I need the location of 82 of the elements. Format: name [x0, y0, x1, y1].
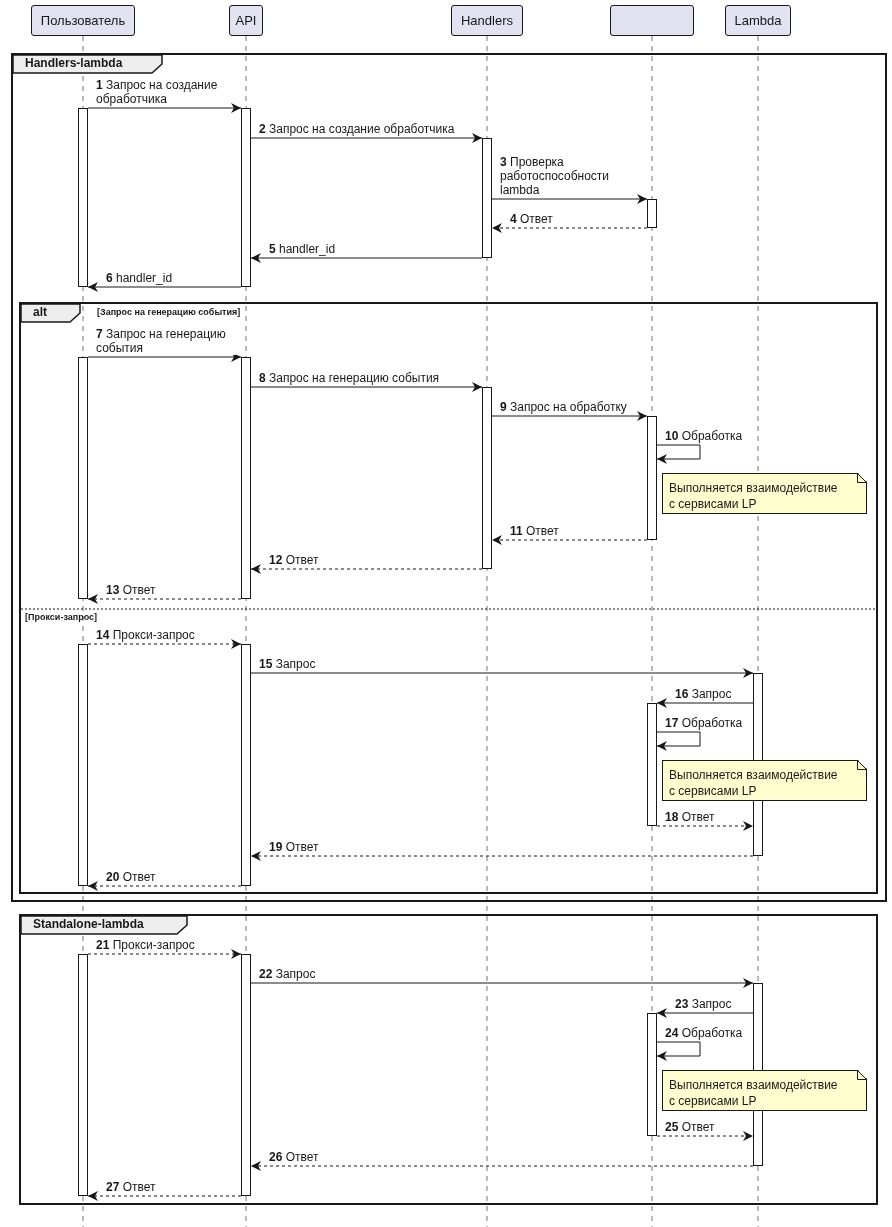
message-arrow: [491, 535, 648, 545]
message-label: 12 Ответ: [269, 553, 319, 567]
activation-bar: [482, 138, 492, 258]
message-label: 13 Ответ: [106, 583, 156, 597]
activation-bar: [241, 108, 251, 287]
message-label: 7 Запрос на генерацию события: [96, 327, 236, 355]
note: Выполняется взаимодействие с сервисами LP: [662, 760, 867, 801]
note: Выполняется взаимодействие с сервисами LP: [662, 1070, 867, 1111]
message-arrow: [250, 564, 483, 574]
participant-box: [610, 5, 694, 36]
frame-title: Handlers-lambda: [25, 56, 123, 70]
message-label: 18 Ответ: [665, 810, 715, 824]
message-label: 23 Запрос: [675, 997, 732, 1011]
message-label: 16 Запрос: [675, 687, 732, 701]
message-arrow: [250, 133, 483, 143]
message-arrow: [491, 223, 648, 233]
activation-bar: [78, 644, 88, 886]
message-arrow: [656, 731, 701, 751]
message-label: 4 Ответ: [510, 212, 553, 226]
message-label: 26 Ответ: [269, 1150, 319, 1164]
message-arrow: [87, 103, 242, 113]
activation-bar: [241, 954, 251, 1196]
message-label: 14 Прокси-запрос: [96, 628, 195, 642]
frame: [19, 914, 878, 1205]
activation-bar: [78, 357, 88, 599]
activation-bar: [647, 703, 657, 826]
message-label: 17 Обработка: [665, 716, 743, 730]
message-arrow: [87, 881, 242, 891]
activation-bar: [482, 387, 492, 569]
message-arrow: [250, 382, 483, 392]
message-arrow: [250, 668, 754, 678]
message-label: 22 Запрос: [259, 967, 316, 981]
frame-title: alt: [33, 305, 47, 319]
message-label: 25 Ответ: [665, 1120, 715, 1134]
message-arrow: [656, 821, 754, 831]
participant-box: Handlers: [451, 5, 523, 36]
frame-title: Standalone-lambda: [33, 917, 144, 931]
message-arrow: [87, 949, 242, 959]
activation-bar: [647, 416, 657, 540]
message-label: 10 Обработка: [665, 429, 743, 443]
activation-bar: [647, 199, 657, 228]
message-label: 19 Ответ: [269, 840, 319, 854]
activation-bar: [241, 357, 251, 599]
message-label: 21 Прокси-запрос: [96, 938, 195, 952]
message-label: 2 Запрос на создание обработчика: [259, 122, 455, 136]
message-label: 11 Ответ: [510, 524, 559, 538]
activation-bar: [647, 1013, 657, 1136]
note: Выполняется взаимодействие с сервисами LP: [662, 473, 867, 514]
message-label: 27 Ответ: [106, 1180, 156, 1194]
message-arrow: [87, 594, 242, 604]
participant-box: Lambda: [725, 5, 791, 36]
message-arrow: [250, 978, 754, 988]
frame: [11, 53, 887, 902]
activation-bar: [78, 108, 88, 287]
message-label: 24 Обработка: [665, 1026, 743, 1040]
message-arrow: [491, 194, 648, 204]
message-arrow: [87, 282, 242, 292]
message-label: 5 handler_id: [269, 242, 336, 256]
message-label: 20 Ответ: [106, 870, 156, 884]
message-arrow: [656, 1041, 701, 1061]
guard-condition: [Прокси-запрос]: [25, 612, 98, 622]
participant-box: Пользователь: [31, 5, 135, 36]
message-label: 15 Запрос: [259, 657, 316, 671]
message-arrow: [656, 698, 754, 708]
frame: [19, 302, 878, 894]
message-arrow: [491, 411, 648, 421]
message-arrow: [250, 253, 483, 263]
message-arrow: [656, 444, 701, 464]
message-arrow: [87, 352, 242, 362]
activation-bar: [78, 954, 88, 1196]
message-label: 6 handler_id: [106, 271, 173, 285]
message-label: 9 Запрос на обработку: [500, 400, 627, 414]
message-arrow: [250, 851, 754, 861]
message-label: 8 Запрос на генерацию события: [259, 371, 440, 385]
message-arrow: [87, 1191, 242, 1201]
message-arrow: [87, 639, 242, 649]
activation-bar: [241, 644, 251, 886]
guard-condition: [Запрос на генерацию события]: [97, 307, 241, 317]
message-arrow: [656, 1008, 754, 1018]
message-arrow: [656, 1131, 754, 1141]
message-arrow: [250, 1161, 754, 1171]
participant-box: API: [229, 5, 263, 36]
